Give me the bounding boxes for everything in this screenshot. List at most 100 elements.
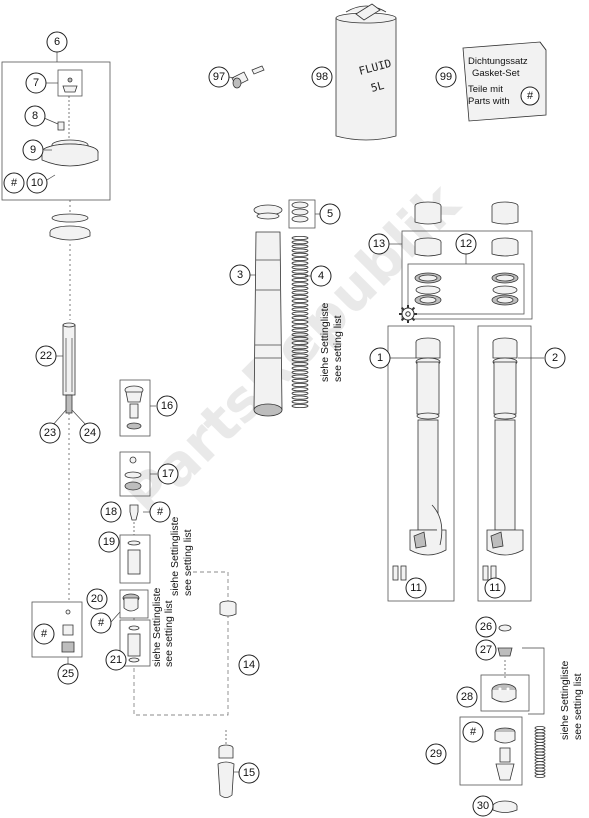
callout-13[interactable]: 13: [368, 233, 390, 255]
callout-98[interactable]: 98: [311, 66, 333, 88]
setting-note-19-en: see setting list: [182, 529, 194, 596]
callout-29[interactable]: 29: [425, 743, 447, 765]
svg-text:28: 28: [461, 691, 473, 703]
spring-coil: [291, 252, 309, 257]
group-box-28: [480, 674, 530, 712]
callout-3[interactable]: 3: [229, 264, 251, 286]
spring-coil: [291, 294, 309, 299]
svg-text:2: 2: [552, 352, 558, 364]
callout-22[interactable]: 22: [35, 345, 57, 367]
callout-11-left[interactable]: 11: [405, 577, 427, 599]
spring-coil: [291, 366, 309, 371]
callout-hash-29[interactable]: #: [462, 721, 484, 743]
callout-27[interactable]: 27: [475, 639, 497, 661]
svg-text:97: 97: [213, 71, 225, 83]
callout-6[interactable]: 6: [46, 31, 68, 53]
svg-text:10: 10: [31, 177, 43, 189]
part-11-screws-left: [392, 565, 407, 581]
svg-text:9: 9: [30, 144, 36, 156]
callout-1[interactable]: 1: [369, 347, 391, 369]
callout-5[interactable]: 5: [319, 203, 341, 225]
svg-text:29: 29: [430, 748, 442, 760]
spring-coil: [291, 328, 309, 333]
spring-coil: [291, 282, 309, 287]
spring-coil: [291, 391, 309, 396]
callout-25[interactable]: 25: [57, 663, 79, 685]
spring-coil: [291, 240, 309, 245]
part-97-valve: [231, 65, 265, 89]
callout-10[interactable]: 10: [26, 172, 48, 194]
svg-text:26: 26: [480, 621, 492, 633]
callout-14[interactable]: 14: [238, 654, 260, 676]
group-box-29: [459, 716, 523, 786]
svg-text:12: 12: [460, 238, 472, 250]
callout-23[interactable]: 23: [39, 422, 61, 444]
gear-icon: [399, 305, 417, 323]
spring-coil: [291, 256, 309, 261]
callout-30[interactable]: 30: [472, 795, 494, 817]
setting-note-21-de: siehe Settingliste: [151, 587, 163, 667]
part-26-nut: [498, 624, 512, 632]
gasket-card-line2: Gasket-Set: [472, 68, 520, 79]
spring-coil: [534, 748, 546, 753]
spring-coil: [291, 286, 309, 291]
spring-coil: [534, 774, 546, 779]
callout-7[interactable]: 7: [25, 72, 47, 94]
callout-11-right[interactable]: 11: [484, 577, 506, 599]
callout-hash-18[interactable]: #: [149, 501, 171, 523]
part-4-spring: [291, 235, 309, 408]
spring-coil: [534, 751, 546, 756]
setting-note-4-de: siehe Settingliste: [319, 302, 331, 382]
svg-text:4: 4: [318, 270, 324, 282]
callout-hash-25[interactable]: #: [33, 623, 55, 645]
callout-18[interactable]: 18: [100, 501, 122, 523]
setting-note-21-en: see setting list: [163, 600, 175, 667]
spring-coil: [291, 315, 309, 320]
group-box-1: [387, 325, 455, 602]
part-spring-stack-29: [534, 726, 546, 779]
svg-text:25: 25: [62, 668, 74, 680]
callout-21[interactable]: 21: [105, 649, 127, 671]
callout-17[interactable]: 17: [157, 463, 179, 485]
spring-coil: [534, 745, 546, 750]
part-30-cap: [492, 800, 518, 813]
part-29-valve-assembly: [494, 727, 516, 781]
part-21-shim-stack: [119, 619, 151, 667]
callout-hash-99[interactable]: #: [520, 86, 540, 106]
group-box-6: [1, 61, 111, 201]
part-98-fluid-can: FLUID 5L: [335, 3, 397, 141]
part-99-gasket-card: Dichtungssatz Gasket-Set Teile mit Parts…: [462, 41, 547, 122]
callout-hash-20[interactable]: #: [90, 612, 112, 634]
svg-text:21: 21: [110, 654, 122, 666]
spring-coil: [534, 726, 546, 731]
callout-24[interactable]: 24: [79, 422, 101, 444]
spring-coil: [291, 395, 309, 400]
callout-28[interactable]: 28: [456, 686, 478, 708]
spring-coil: [291, 265, 309, 270]
part-8-screw: [57, 121, 65, 131]
spring-coil: [291, 403, 309, 408]
spring-coil: [291, 370, 309, 375]
setting-note-4-en: see setting list: [332, 315, 344, 382]
callout-20[interactable]: 20: [86, 588, 108, 610]
spring-coil: [534, 729, 546, 734]
spring-coil: [291, 340, 309, 345]
callout-97[interactable]: 97: [208, 66, 230, 88]
spring-coil: [291, 319, 309, 324]
spring-coil: [534, 770, 546, 775]
callout-99[interactable]: 99: [435, 66, 457, 88]
callout-4[interactable]: 4: [310, 265, 332, 287]
callout-9[interactable]: 9: [22, 139, 44, 161]
callout-2[interactable]: 2: [544, 347, 566, 369]
svg-text:1: 1: [377, 352, 383, 364]
callout-hash-10[interactable]: #: [3, 172, 25, 194]
callout-26[interactable]: 26: [475, 616, 497, 638]
callout-12[interactable]: 12: [455, 233, 477, 255]
callout-19[interactable]: 19: [98, 531, 120, 553]
svg-text:#: #: [157, 506, 164, 518]
callout-16[interactable]: 16: [156, 395, 178, 417]
callout-15[interactable]: 15: [238, 762, 260, 784]
svg-text:18: 18: [105, 506, 117, 518]
callout-8[interactable]: 8: [24, 105, 46, 127]
part-20-piston: [119, 589, 149, 619]
